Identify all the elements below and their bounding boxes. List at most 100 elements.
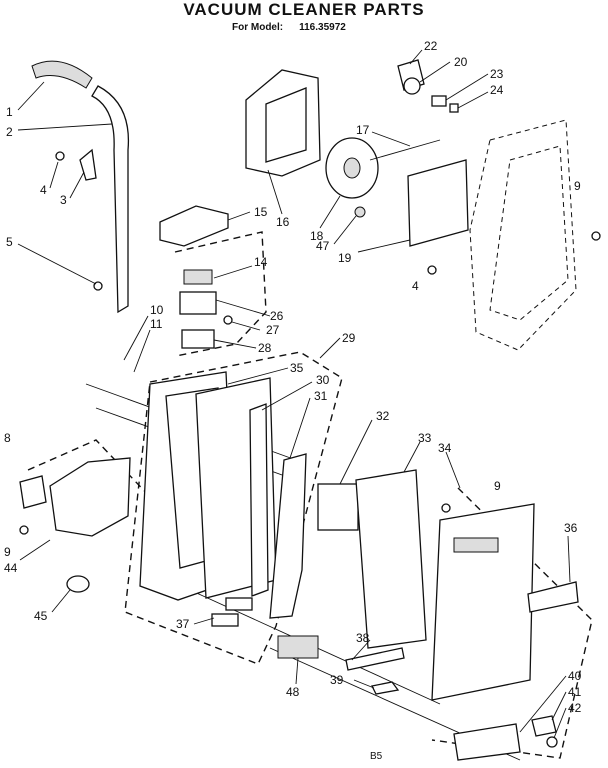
label-10: 10 — [150, 303, 164, 317]
clip-39 — [371, 681, 400, 695]
label-14: 14 — [254, 255, 268, 269]
leader-19 — [357, 239, 411, 253]
group-outline-29 — [124, 351, 343, 665]
label-5: 5 — [6, 235, 13, 249]
leader-47 — [333, 215, 357, 245]
leader-37 — [193, 617, 215, 625]
screw-4a — [55, 151, 65, 161]
cord-holder — [181, 329, 215, 349]
label-9c: 9 — [494, 479, 501, 493]
label-2: 2 — [6, 125, 13, 139]
clip-23 — [431, 95, 447, 107]
label-42: 42 — [568, 701, 582, 715]
filter-pad-48 — [277, 635, 319, 659]
leader-41 — [551, 691, 567, 721]
label-22: 22 — [424, 39, 438, 53]
leader-4a — [49, 161, 59, 189]
nozzle-left — [49, 457, 131, 537]
leader-14 — [213, 265, 253, 279]
leader-40 — [519, 675, 567, 733]
label-17: 17 — [356, 123, 370, 137]
label-27: 27 — [266, 323, 280, 337]
label-36: 36 — [564, 521, 578, 535]
model-number: 116.35972 — [299, 22, 346, 33]
label-19: 19 — [338, 251, 352, 265]
label-24: 24 — [490, 83, 504, 97]
fan-shaft — [369, 139, 441, 161]
leader-42 — [553, 707, 567, 739]
wheel-45 — [66, 575, 90, 593]
leader-36 — [567, 535, 571, 583]
label-9b: 9 — [4, 545, 11, 559]
leader-16 — [267, 169, 283, 215]
pad-37a — [211, 613, 239, 627]
pad-37b — [225, 597, 253, 611]
footer-code: B5 — [370, 751, 383, 762]
leader-35 — [227, 367, 289, 385]
label-33: 33 — [418, 431, 432, 445]
label-26: 26 — [270, 309, 284, 323]
leader-2 — [17, 123, 113, 131]
label-48: 48 — [286, 685, 300, 699]
body-ghost-top — [469, 119, 577, 351]
gasket-30 — [249, 403, 269, 597]
label-40: 40 — [568, 669, 582, 683]
switch-bracket — [179, 291, 217, 315]
screw-9b — [19, 525, 29, 535]
label-38: 38 — [356, 631, 370, 645]
leader-44 — [19, 539, 51, 561]
leader-33 — [403, 441, 421, 473]
label-16: 16 — [276, 215, 290, 229]
label-47: 47 — [316, 239, 330, 253]
leader-31 — [289, 397, 311, 459]
leader-18 — [319, 195, 341, 229]
label-8: 8 — [4, 431, 11, 445]
label-4a: 4 — [40, 183, 47, 197]
fan-hub — [343, 157, 361, 179]
screw-47 — [354, 206, 366, 218]
leader-34 — [445, 451, 461, 489]
leader-27 — [231, 321, 261, 331]
label-41: 41 — [568, 685, 582, 699]
leader-3 — [69, 171, 85, 199]
label-44: 44 — [4, 561, 18, 575]
label-34: 34 — [438, 441, 452, 455]
leader-17 — [371, 131, 411, 147]
handle-tube — [91, 85, 130, 314]
group-outline-34 — [431, 487, 593, 759]
label-32: 32 — [376, 409, 390, 423]
label-11: 11 — [150, 317, 163, 331]
leader-23 — [445, 73, 489, 101]
screw-9a — [591, 231, 601, 241]
leader-1 — [17, 81, 45, 111]
leader-38 — [351, 639, 371, 661]
label-20: 20 — [454, 55, 468, 69]
label-1: 1 — [6, 105, 13, 119]
front-cover-handle — [453, 537, 499, 553]
leader-48 — [295, 657, 299, 685]
leader-39 — [353, 679, 375, 689]
leader-45 — [51, 589, 71, 613]
label-28: 28 — [258, 341, 272, 355]
page-title: VACUUM CLEANER PARTS — [183, 0, 425, 19]
label-18: 18 — [310, 229, 324, 243]
switch — [183, 269, 213, 285]
dust-bag — [355, 469, 427, 649]
leader-29 — [319, 337, 341, 359]
label-35: 35 — [290, 361, 304, 375]
leader-15 — [227, 211, 251, 221]
motor-plate — [407, 159, 469, 247]
label-37: 37 — [176, 617, 190, 631]
bumper-40 — [453, 723, 521, 761]
label-9a: 9 — [574, 179, 581, 193]
screw-42 — [546, 736, 558, 748]
handle-grip — [31, 60, 93, 89]
trim-36 — [527, 581, 579, 613]
leader-11 — [133, 329, 151, 373]
leader-5 — [17, 243, 97, 285]
leader-20 — [419, 61, 451, 83]
label-23: 23 — [490, 67, 504, 81]
leader-28 — [213, 339, 257, 349]
bearing-20 — [403, 77, 421, 95]
